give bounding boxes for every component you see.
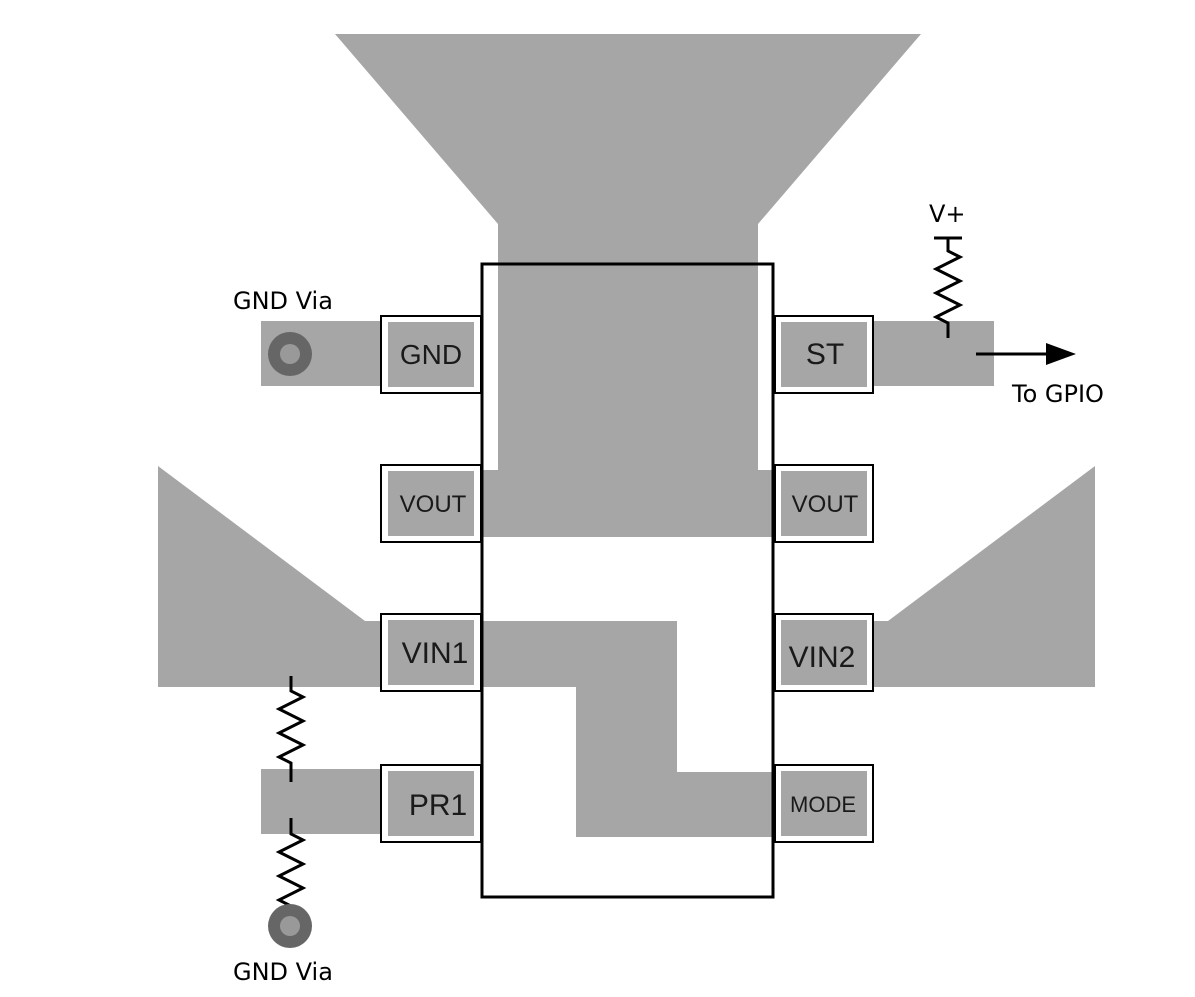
ic-package-outline xyxy=(480,262,775,899)
upper-divider-resistor xyxy=(275,676,307,782)
pin-label-st: ST xyxy=(806,338,844,371)
pin-vout-left: VOUT xyxy=(380,464,482,543)
vin1-copper-pour xyxy=(158,466,383,687)
gnd-via-top xyxy=(268,332,312,376)
pin-label-vout-right: VOUT xyxy=(792,491,859,518)
gnd-via-bottom-label: GND Via xyxy=(233,958,333,986)
vin2-copper-pour xyxy=(872,466,1095,687)
gpio-label: To GPIO xyxy=(1011,380,1104,408)
pin-gnd: GND xyxy=(380,315,482,394)
gnd-via-top-label: GND Via xyxy=(233,287,333,315)
pin-vin1: VIN1 xyxy=(380,613,482,692)
st-trace xyxy=(872,321,994,386)
pr1-trace xyxy=(261,769,383,834)
lower-divider-resistor xyxy=(275,818,307,920)
vout-copper-pour xyxy=(335,34,921,537)
pin-label-gnd: GND xyxy=(400,339,462,370)
pin-pr1: PR1 xyxy=(380,764,482,843)
pullup-resistor xyxy=(932,236,964,338)
gnd-via-bottom xyxy=(268,904,312,948)
pin-label-pr1: PR1 xyxy=(409,789,467,822)
pin-label-vout-left: VOUT xyxy=(400,491,467,518)
pin-vin2: VIN2 xyxy=(774,613,874,692)
pin-st: ST xyxy=(774,315,874,394)
gpio-arrow-icon xyxy=(976,343,1076,365)
pin-vout-right: VOUT xyxy=(774,464,874,543)
vin1-to-mode-trace xyxy=(480,621,774,837)
pin-label-vin1: VIN1 xyxy=(402,637,469,670)
pin-label-vin2: VIN2 xyxy=(789,641,856,674)
pin-label-mode: MODE xyxy=(790,792,856,817)
pin-mode: MODE xyxy=(774,764,874,843)
supply-label: V+ xyxy=(929,200,966,228)
